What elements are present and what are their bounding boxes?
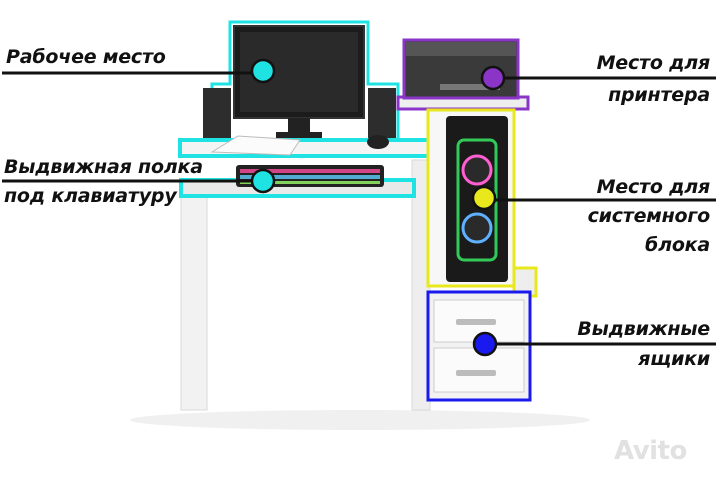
label-workplace: Рабочее место <box>6 46 166 68</box>
label-keyboard-line1: Выдвижная полка <box>4 156 203 178</box>
label-pc-line3: блока <box>645 234 710 256</box>
marker-workplace <box>250 58 276 84</box>
marker-pc <box>471 185 497 211</box>
printer-top <box>406 42 516 56</box>
keyboard-rgb-row <box>240 169 380 173</box>
floor-shadow <box>130 410 590 430</box>
left-speaker <box>203 88 231 138</box>
keyboard-rgb-row <box>240 175 380 179</box>
label-drawers-line1: Выдвижные <box>577 318 710 340</box>
monitor-stand <box>288 118 310 134</box>
label-drawers-line2: ящики <box>638 348 710 370</box>
monitor-base <box>276 132 322 138</box>
workplace-outline <box>210 20 400 140</box>
right-speaker <box>368 88 396 138</box>
marker-printer <box>480 65 506 91</box>
label-printer-line1: Место для <box>596 52 711 74</box>
avito-watermark: Avito <box>614 436 687 466</box>
pc-fan <box>461 212 493 244</box>
label-pc-line2: системного <box>587 205 711 227</box>
keyboard-rgb-row <box>240 181 380 184</box>
pc-fan <box>461 154 493 186</box>
printer-tray <box>440 84 500 90</box>
label-keyboard-line2: под клавиатуру <box>4 185 177 207</box>
label-pc-line1: Место для <box>596 176 711 198</box>
marker-keyboard <box>250 168 276 194</box>
drawer-handle <box>456 370 496 376</box>
mouse <box>367 135 389 149</box>
desk-left-leg <box>180 187 208 411</box>
drawer-handle <box>456 319 496 325</box>
open-notebook <box>210 135 301 156</box>
label-printer-line2: принтера <box>608 84 710 106</box>
marker-drawers <box>472 331 498 357</box>
